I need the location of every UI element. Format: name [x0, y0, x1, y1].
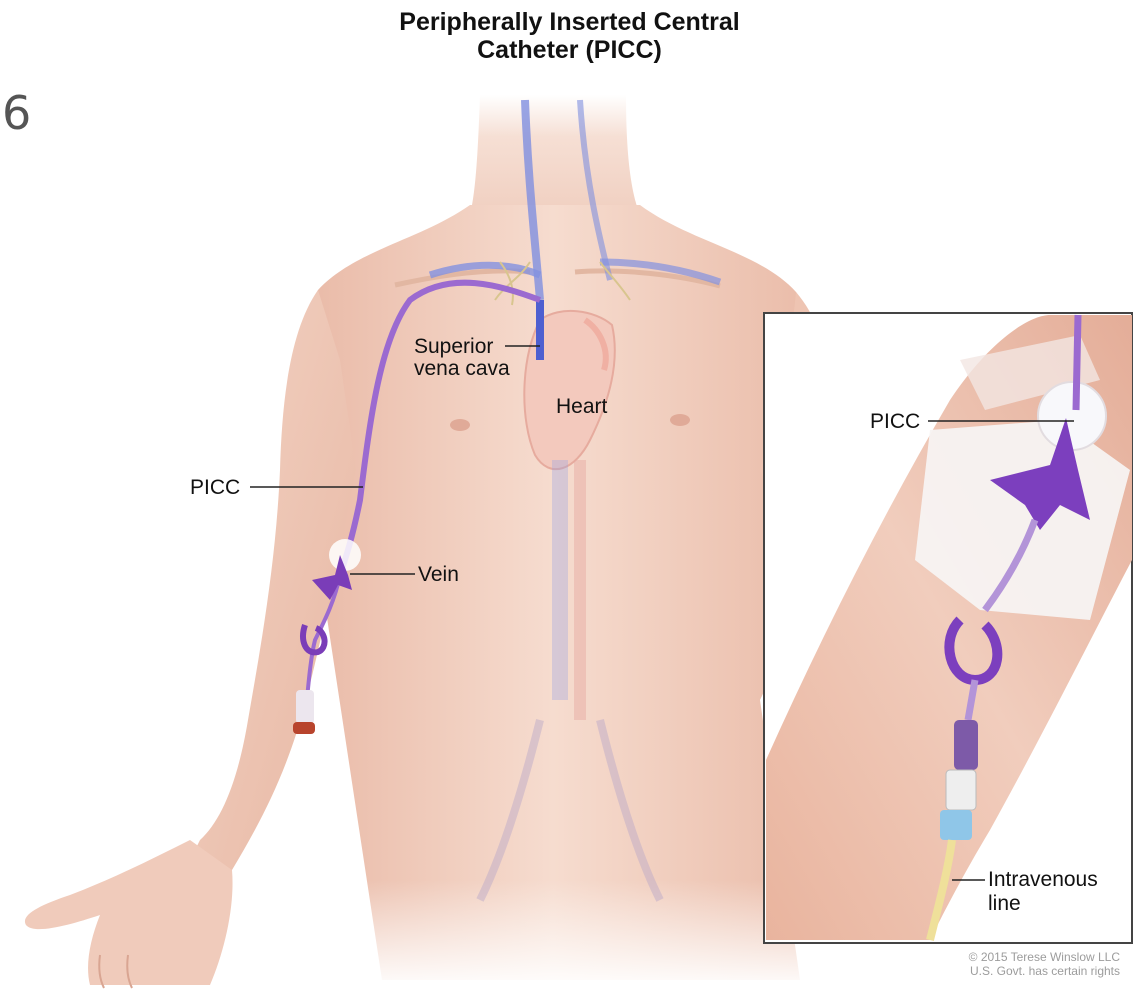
label-superior-vena-cava-2: vena cava	[414, 358, 510, 379]
label-intravenous-line-2: line	[988, 893, 1021, 914]
title-line-2: Catheter (PICC)	[0, 38, 1139, 62]
label-heart: Heart	[556, 396, 607, 417]
copyright-line-2: U.S. Govt. has certain rights	[880, 964, 1120, 978]
label-superior-vena-cava-1: Superior	[414, 336, 493, 357]
copyright-line-1: © 2015 Terese Winslow LLC	[880, 950, 1120, 964]
label-intravenous-line-1: Intravenous	[988, 869, 1098, 890]
label-picc-inset: PICC	[870, 411, 920, 432]
label-vein: Vein	[418, 564, 459, 585]
copyright-notice: © 2015 Terese Winslow LLC U.S. Govt. has…	[880, 950, 1120, 978]
inset-panel	[764, 313, 1132, 943]
label-picc: PICC	[190, 477, 240, 498]
slide-number: 6	[2, 86, 31, 140]
body-figure	[25, 95, 840, 989]
title-line-1: Peripherally Inserted Central	[0, 10, 1139, 34]
